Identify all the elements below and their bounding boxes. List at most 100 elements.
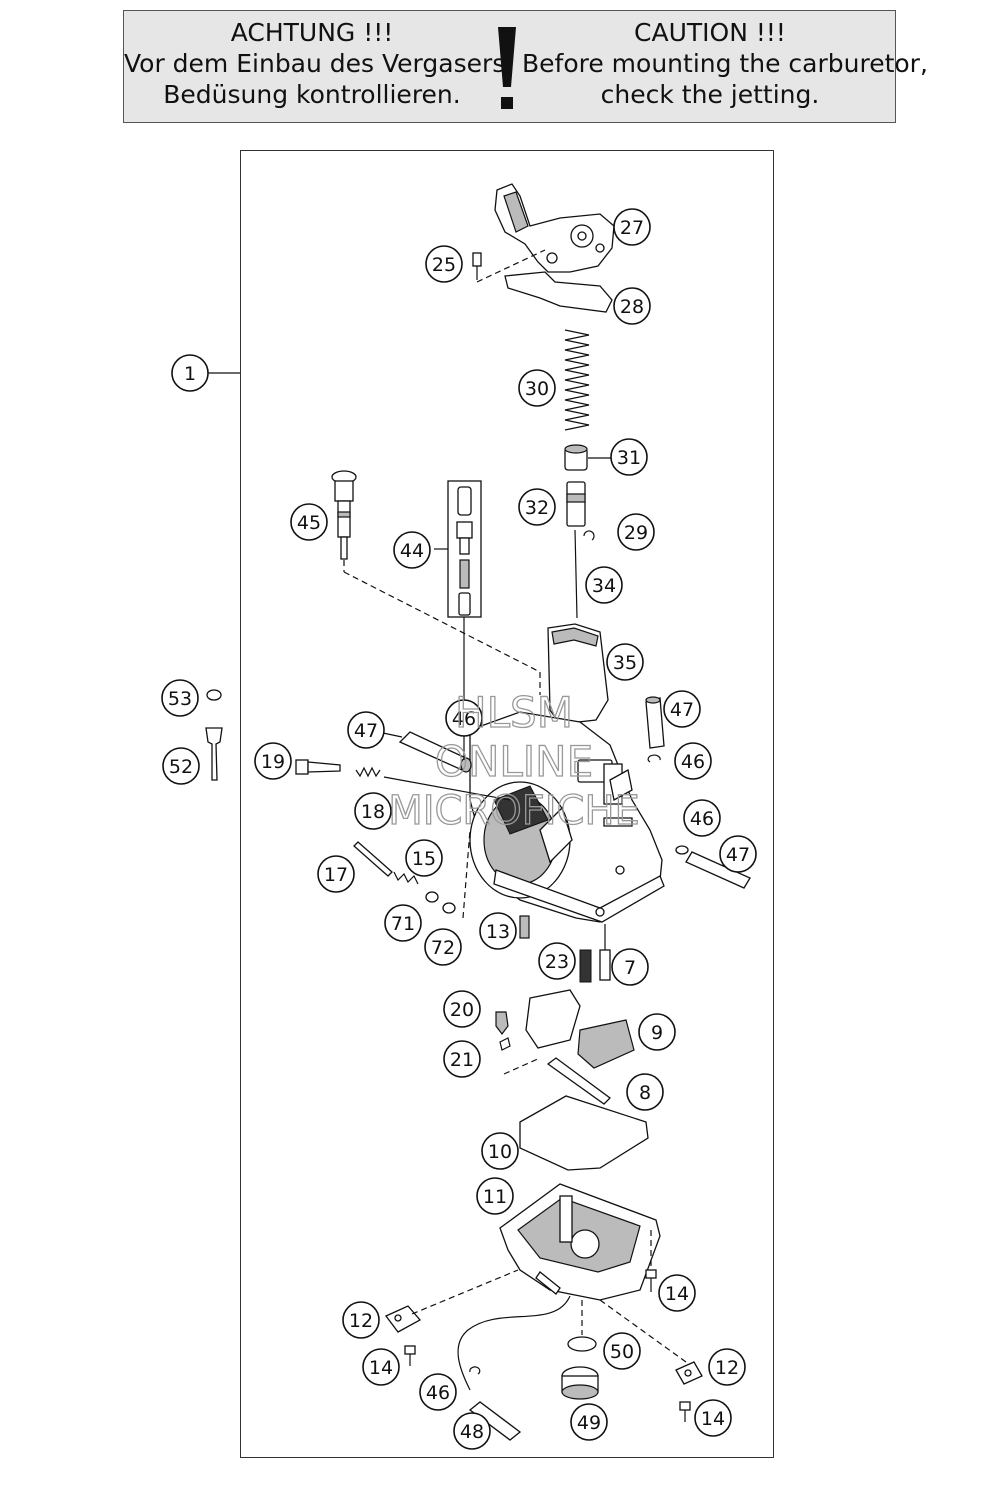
warning-german: ACHTUNG !!! Vor dem Einbau des Vergasers… (124, 17, 514, 110)
callout-label: 19 (261, 751, 285, 773)
callout-label: 30 (525, 378, 549, 400)
warning-english-line-2: Before mounting the carburetor, (522, 49, 928, 78)
part-clip-29 (583, 530, 595, 541)
callout-label: 12 (349, 1310, 373, 1332)
part-gasket-28 (504, 271, 613, 313)
callout-46: 46 (674, 742, 712, 780)
callout-20: 20 (443, 990, 481, 1028)
warning-english-line-3: check the jetting. (600, 80, 820, 109)
callout-label: 46 (426, 1382, 450, 1404)
part-48-hose (468, 1401, 522, 1441)
part-14-screw-bottom (679, 1401, 691, 1422)
leader-18-body (383, 776, 511, 801)
callout-47: 47 (719, 835, 757, 873)
callout-label: 46 (681, 751, 705, 773)
callout-label: 9 (651, 1022, 663, 1044)
part-18-spring (355, 766, 381, 778)
callout-label: 18 (361, 801, 385, 823)
callout-12: 12 (708, 1348, 746, 1386)
callout-46: 46 (419, 1373, 457, 1411)
callout-48: 48 (453, 1412, 491, 1450)
callout-23: 23 (538, 942, 576, 980)
callout-label: 14 (665, 1283, 689, 1305)
assembly-frame (240, 150, 774, 1458)
callout-label: 45 (297, 512, 321, 534)
exclamation-icon (498, 27, 516, 109)
callout-8: 8 (626, 1073, 664, 1111)
callout-label: 27 (620, 217, 644, 239)
callout-label: 46 (690, 808, 714, 830)
part-7 (599, 924, 611, 981)
callout-29: 29 (617, 513, 655, 551)
callout-14: 14 (694, 1399, 732, 1437)
callout-label: 14 (369, 1357, 393, 1379)
callout-label: 49 (577, 1412, 601, 1434)
part-9-float (525, 989, 635, 1069)
part-slide-35 (547, 623, 609, 725)
callout-label: 21 (450, 1049, 474, 1071)
callout-label: 25 (432, 254, 456, 276)
callout-label: 20 (450, 999, 474, 1021)
part-needle-34 (574, 529, 578, 619)
callout-72: 72 (424, 928, 462, 966)
callout-label: 47 (670, 699, 694, 721)
callout-label: 44 (400, 540, 424, 562)
part-47-left (382, 731, 472, 773)
callout-9: 9 (638, 1013, 676, 1051)
part-46-clip-right (675, 845, 689, 855)
watermark: HLSM ONLINE MICROFICHE (388, 687, 641, 834)
callout-label: 50 (610, 1341, 634, 1363)
callout-label: 10 (488, 1141, 512, 1163)
callout-32: 32 (518, 488, 556, 526)
callout-label: 32 (525, 497, 549, 519)
part-44-kit (434, 480, 482, 638)
part-15-spring (393, 871, 419, 885)
part-spring-30 (564, 329, 590, 431)
leader-21-body (503, 1057, 541, 1075)
callout-label: 31 (617, 447, 641, 469)
callout-18: 18 (354, 792, 392, 830)
callout-label: 35 (613, 652, 637, 674)
callout-15: 15 (405, 839, 443, 877)
callout-17: 17 (317, 855, 355, 893)
callout-53: 53 (161, 679, 199, 717)
callout-34: 34 (585, 566, 623, 604)
caution-banner: ACHTUNG !!! Vor dem Einbau des Vergasers… (123, 10, 928, 123)
part-13 (519, 915, 530, 939)
callout-label: 47 (726, 844, 750, 866)
callout-11: 11 (476, 1177, 514, 1215)
callout-label: 23 (545, 951, 569, 973)
callout-1: 1 (171, 354, 209, 392)
callout-label: 34 (592, 575, 616, 597)
watermark-line-2: ONLINE (435, 737, 593, 786)
warning-german-line-2: Vor dem Einbau des Vergasers, (124, 49, 514, 78)
callout-28: 28 (613, 287, 651, 325)
callout-46: 46 (445, 699, 483, 737)
part-53-oring (206, 689, 222, 701)
callout-13: 13 (479, 912, 517, 950)
part-31 (564, 444, 612, 471)
callout-label: 13 (486, 921, 510, 943)
part-46-clip-right-top (647, 754, 661, 763)
callout-label: 15 (412, 848, 436, 870)
leader-72-body (462, 829, 471, 919)
part-23-jet (579, 949, 592, 983)
part-carburetor-body (469, 711, 665, 923)
callout-label: 46 (452, 708, 476, 730)
watermark-line-1: HLSM (455, 688, 573, 737)
part-49-plug (561, 1366, 599, 1400)
callout-47: 47 (663, 690, 701, 728)
callout-label: 72 (431, 937, 455, 959)
callout-label: 28 (620, 296, 644, 318)
callout-label: 12 (715, 1357, 739, 1379)
callout-label: 71 (391, 913, 415, 935)
callout-46: 46 (683, 799, 721, 837)
callout-35: 35 (606, 643, 644, 681)
callout-49: 49 (570, 1403, 608, 1441)
callout-label: 14 (701, 1408, 725, 1430)
callout-label: 17 (324, 864, 348, 886)
warning-german-line-1: ACHTUNG !!! (230, 18, 394, 47)
callout-label: 48 (460, 1421, 484, 1443)
